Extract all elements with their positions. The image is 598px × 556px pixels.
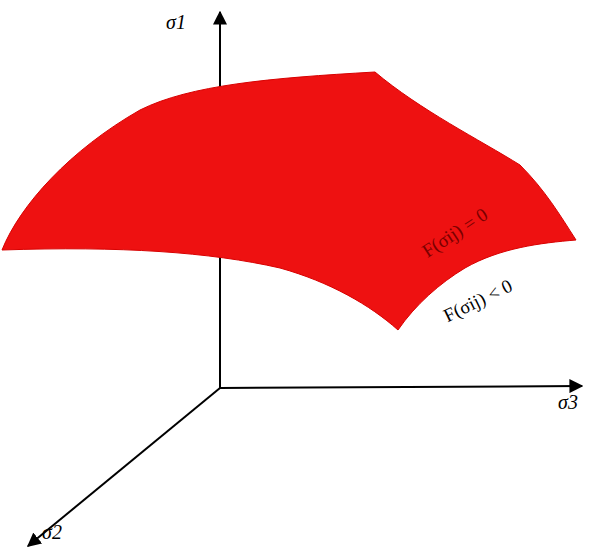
axis-label: σ3 [558, 392, 578, 412]
axis-label: σ1 [166, 12, 186, 32]
sigma3-axis [220, 386, 582, 388]
sigma2-axis [28, 388, 220, 546]
region-label: F(σij) < 0 [441, 275, 516, 324]
yield-surface [2, 72, 576, 330]
axis-label: σ2 [42, 522, 62, 542]
